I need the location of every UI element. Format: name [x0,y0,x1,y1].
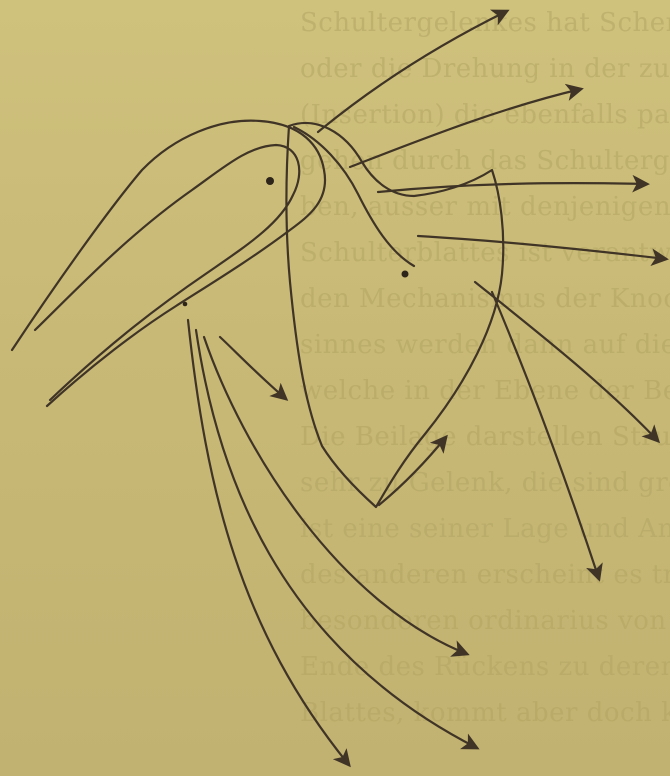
arrow-line-long-right [492,292,599,579]
small-point-dot [183,302,188,307]
humerus-outer-contour [12,121,325,406]
arrow-line-top [318,11,507,132]
arrow-line-lower-curve-1 [204,337,467,654]
scapula-inner-ridge [294,127,414,266]
arrow-line-right-lower [475,282,658,441]
arrow-line-upper-right [350,89,581,167]
arrow-line-lower-curve-2 [196,330,477,748]
scapula-center-dot [402,271,409,278]
humerus-inner-contour [35,145,299,400]
arrow-line-right-middle [418,236,666,259]
humerus-center-dot [266,177,274,185]
humerus-bone [12,121,325,406]
scapula-bone [183,123,504,507]
scapula-outline [286,123,503,507]
arrow-line-right-upper-middle [378,183,647,192]
force-arrows [188,11,666,765]
arrow-line-lower-curve-3 [188,320,349,765]
arrow-line-bottom-center [379,437,446,505]
arrow-line-center [220,337,286,399]
